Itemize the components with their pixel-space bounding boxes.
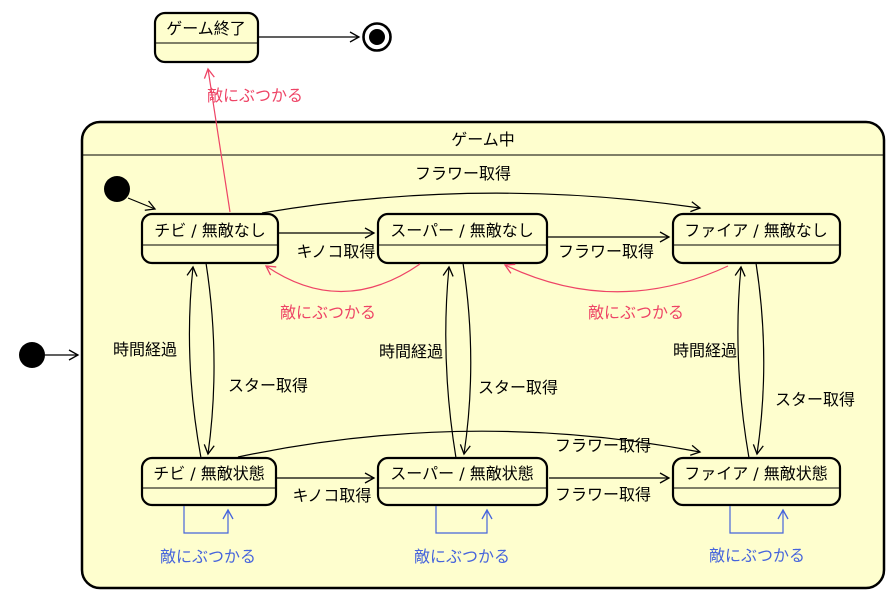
- state-super-invincible-label: スーパー / 無敵状態: [390, 464, 533, 483]
- transition-fireinv-to-fire-time: [734, 265, 750, 459]
- state-game-over: ゲーム終了: [153, 11, 260, 64]
- label-enemy-self-fire: 敵にぶつかる: [709, 546, 805, 565]
- transition-superinv-to-super-time: [442, 265, 457, 459]
- state-fire-normal-label: ファイア / 無敵なし: [684, 221, 828, 240]
- label-flower-top-arc: フラワー取得: [415, 164, 511, 183]
- label-star-col2: スター取得: [478, 378, 558, 397]
- initial-state-node-outer: [19, 342, 80, 368]
- final-state-node: [362, 22, 392, 52]
- label-flower-top-straight: フラワー取得: [558, 242, 654, 261]
- label-time-col3: 時間経過: [673, 341, 737, 360]
- state-chibi-normal: チビ / 無敵なし: [140, 212, 280, 265]
- transition-initial-to-chibi: [127, 197, 157, 211]
- label-star-col3: スター取得: [775, 390, 855, 409]
- state-super-normal: スーパー / 無敵なし: [376, 212, 549, 265]
- transition-chibiinv-to-chibi-time: [186, 265, 202, 459]
- transition-chibi-to-chibiinv-star: [203, 262, 215, 456]
- transition-chibi-to-fire-flower-arc: [261, 192, 702, 214]
- composite-state-title: ゲーム中: [451, 130, 515, 149]
- state-chibi-normal-label: チビ / 無敵なし: [154, 221, 266, 240]
- state-fire-invincible-box: [671, 456, 842, 507]
- initial-dot-inner: [104, 176, 130, 202]
- label-enemy-fire-to-super: 敵にぶつかる: [588, 303, 684, 322]
- state-super-invincible-box: [376, 456, 549, 507]
- label-flower-bottom-straight: フラワー取得: [555, 485, 651, 504]
- state-super-normal-box: [376, 212, 549, 265]
- selfloop-super-invincible-enemy: [435, 506, 493, 534]
- state-chibi-invincible-box: [140, 456, 278, 507]
- label-time-col2: 時間経過: [379, 342, 443, 361]
- label-enemy-self-super: 敵にぶつかる: [414, 547, 510, 566]
- transition-fire-to-super-enemy: [503, 263, 729, 293]
- label-time-col1: 時間経過: [113, 340, 177, 359]
- label-enemy-super-to-chibi: 敵にぶつかる: [280, 303, 376, 322]
- state-fire-invincible-label: ファイア / 無敵状態: [684, 464, 828, 483]
- state-super-invincible: スーパー / 無敵状態: [376, 456, 549, 507]
- label-enemy-self-chibi: 敵にぶつかる: [160, 547, 256, 566]
- label-enemy-to-gameover: 敵にぶつかる: [207, 86, 303, 105]
- state-chibi-invincible-label: チビ / 無敵状態: [153, 464, 265, 483]
- state-chibi-invincible: チビ / 無敵状態: [140, 456, 278, 507]
- label-mushroom-top: キノコ取得: [297, 242, 376, 261]
- transition-chibiinv-to-fireinv-flower-arc: [237, 430, 702, 458]
- transition-chibi-to-gameover-enemy: [203, 67, 231, 213]
- state-game-over-label: ゲーム終了: [166, 19, 246, 38]
- label-flower-bottom-arc: フラワー取得: [555, 436, 651, 455]
- state-super-normal-label: スーパー / 無敵なし: [390, 221, 533, 240]
- label-star-col1: スター取得: [228, 376, 308, 395]
- state-chibi-normal-box: [140, 212, 280, 265]
- selfloop-chibi-invincible-enemy: [183, 506, 234, 534]
- selfloop-fire-invincible-enemy: [729, 506, 789, 534]
- transition-super-to-superinv-star: [459, 262, 472, 456]
- transition-fire-to-fireinv-star: [752, 262, 765, 456]
- initial-state-node-inner: [104, 176, 157, 211]
- state-game-over-box: [153, 11, 260, 64]
- transition-super-to-chibi-enemy: [264, 263, 421, 293]
- state-fire-normal: ファイア / 無敵なし: [671, 212, 842, 265]
- state-fire-invincible: ファイア / 無敵状態: [671, 456, 842, 507]
- final-state-inner-dot: [369, 29, 385, 45]
- label-mushroom-bottom: キノコ取得: [293, 486, 372, 505]
- initial-dot-outer: [19, 342, 45, 368]
